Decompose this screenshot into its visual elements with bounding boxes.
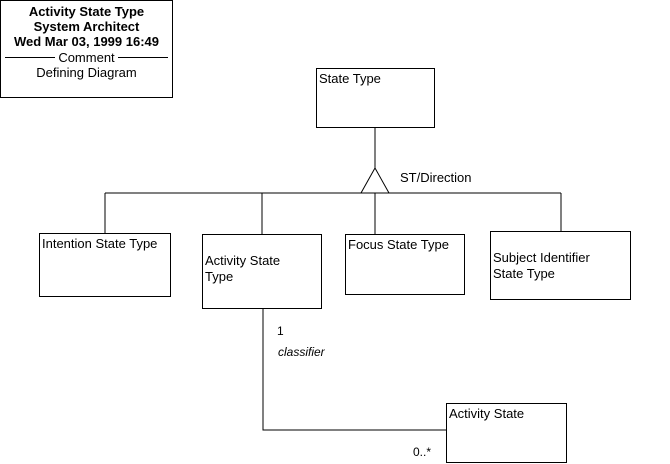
diagram-author: System Architect <box>33 19 140 34</box>
entity-subject-identifier-state-type[interactable]: Subject Identifier State Type <box>490 231 631 300</box>
entity-activity-state[interactable]: Activity State <box>446 403 567 463</box>
generalization-label: ST/Direction <box>400 170 472 185</box>
classifier-association <box>262 308 446 431</box>
entity-intention-state-type[interactable]: Intention State Type <box>39 233 171 297</box>
comment-divider: Comment <box>5 50 168 65</box>
comment-text: Defining Diagram <box>36 65 137 80</box>
entity-focus-state-type[interactable]: Focus State Type <box>345 234 465 295</box>
entity-state-type-label: State Type <box>319 71 381 86</box>
diagram-title: Activity State Type <box>28 4 145 19</box>
diagram-timestamp: Wed Mar 03, 1999 16:49 <box>13 34 159 49</box>
entity-activity-state-label: Activity State <box>449 406 525 421</box>
entity-activity-state-type[interactable]: Activity State Type <box>202 234 322 309</box>
comment-label: Comment <box>56 50 117 65</box>
entity-focus-state-type-label: Focus State Type <box>348 237 449 252</box>
multiplicity-classifier-end: 1 <box>277 324 284 338</box>
association-role-label: classifier <box>278 345 325 359</box>
entity-subject-identifier-state-type-label: Subject Identifier State Type <box>493 250 590 281</box>
generalization-triangle <box>360 166 390 194</box>
entity-activity-state-type-label: Activity State Type <box>205 253 281 284</box>
entity-state-type[interactable]: State Type <box>316 68 435 128</box>
entity-intention-state-type-label: Intention State Type <box>42 236 158 251</box>
multiplicity-state-end: 0..* <box>413 445 432 459</box>
title-block: Activity State Type System Architect Wed… <box>0 0 173 98</box>
